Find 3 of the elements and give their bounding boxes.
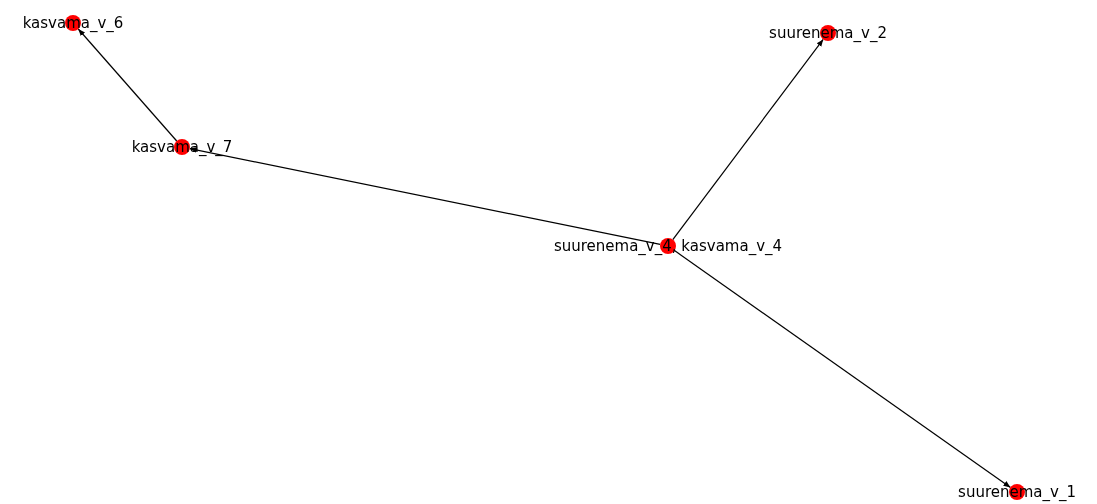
arrow [77,28,178,142]
arrow [673,250,1012,488]
arrow [672,38,824,241]
